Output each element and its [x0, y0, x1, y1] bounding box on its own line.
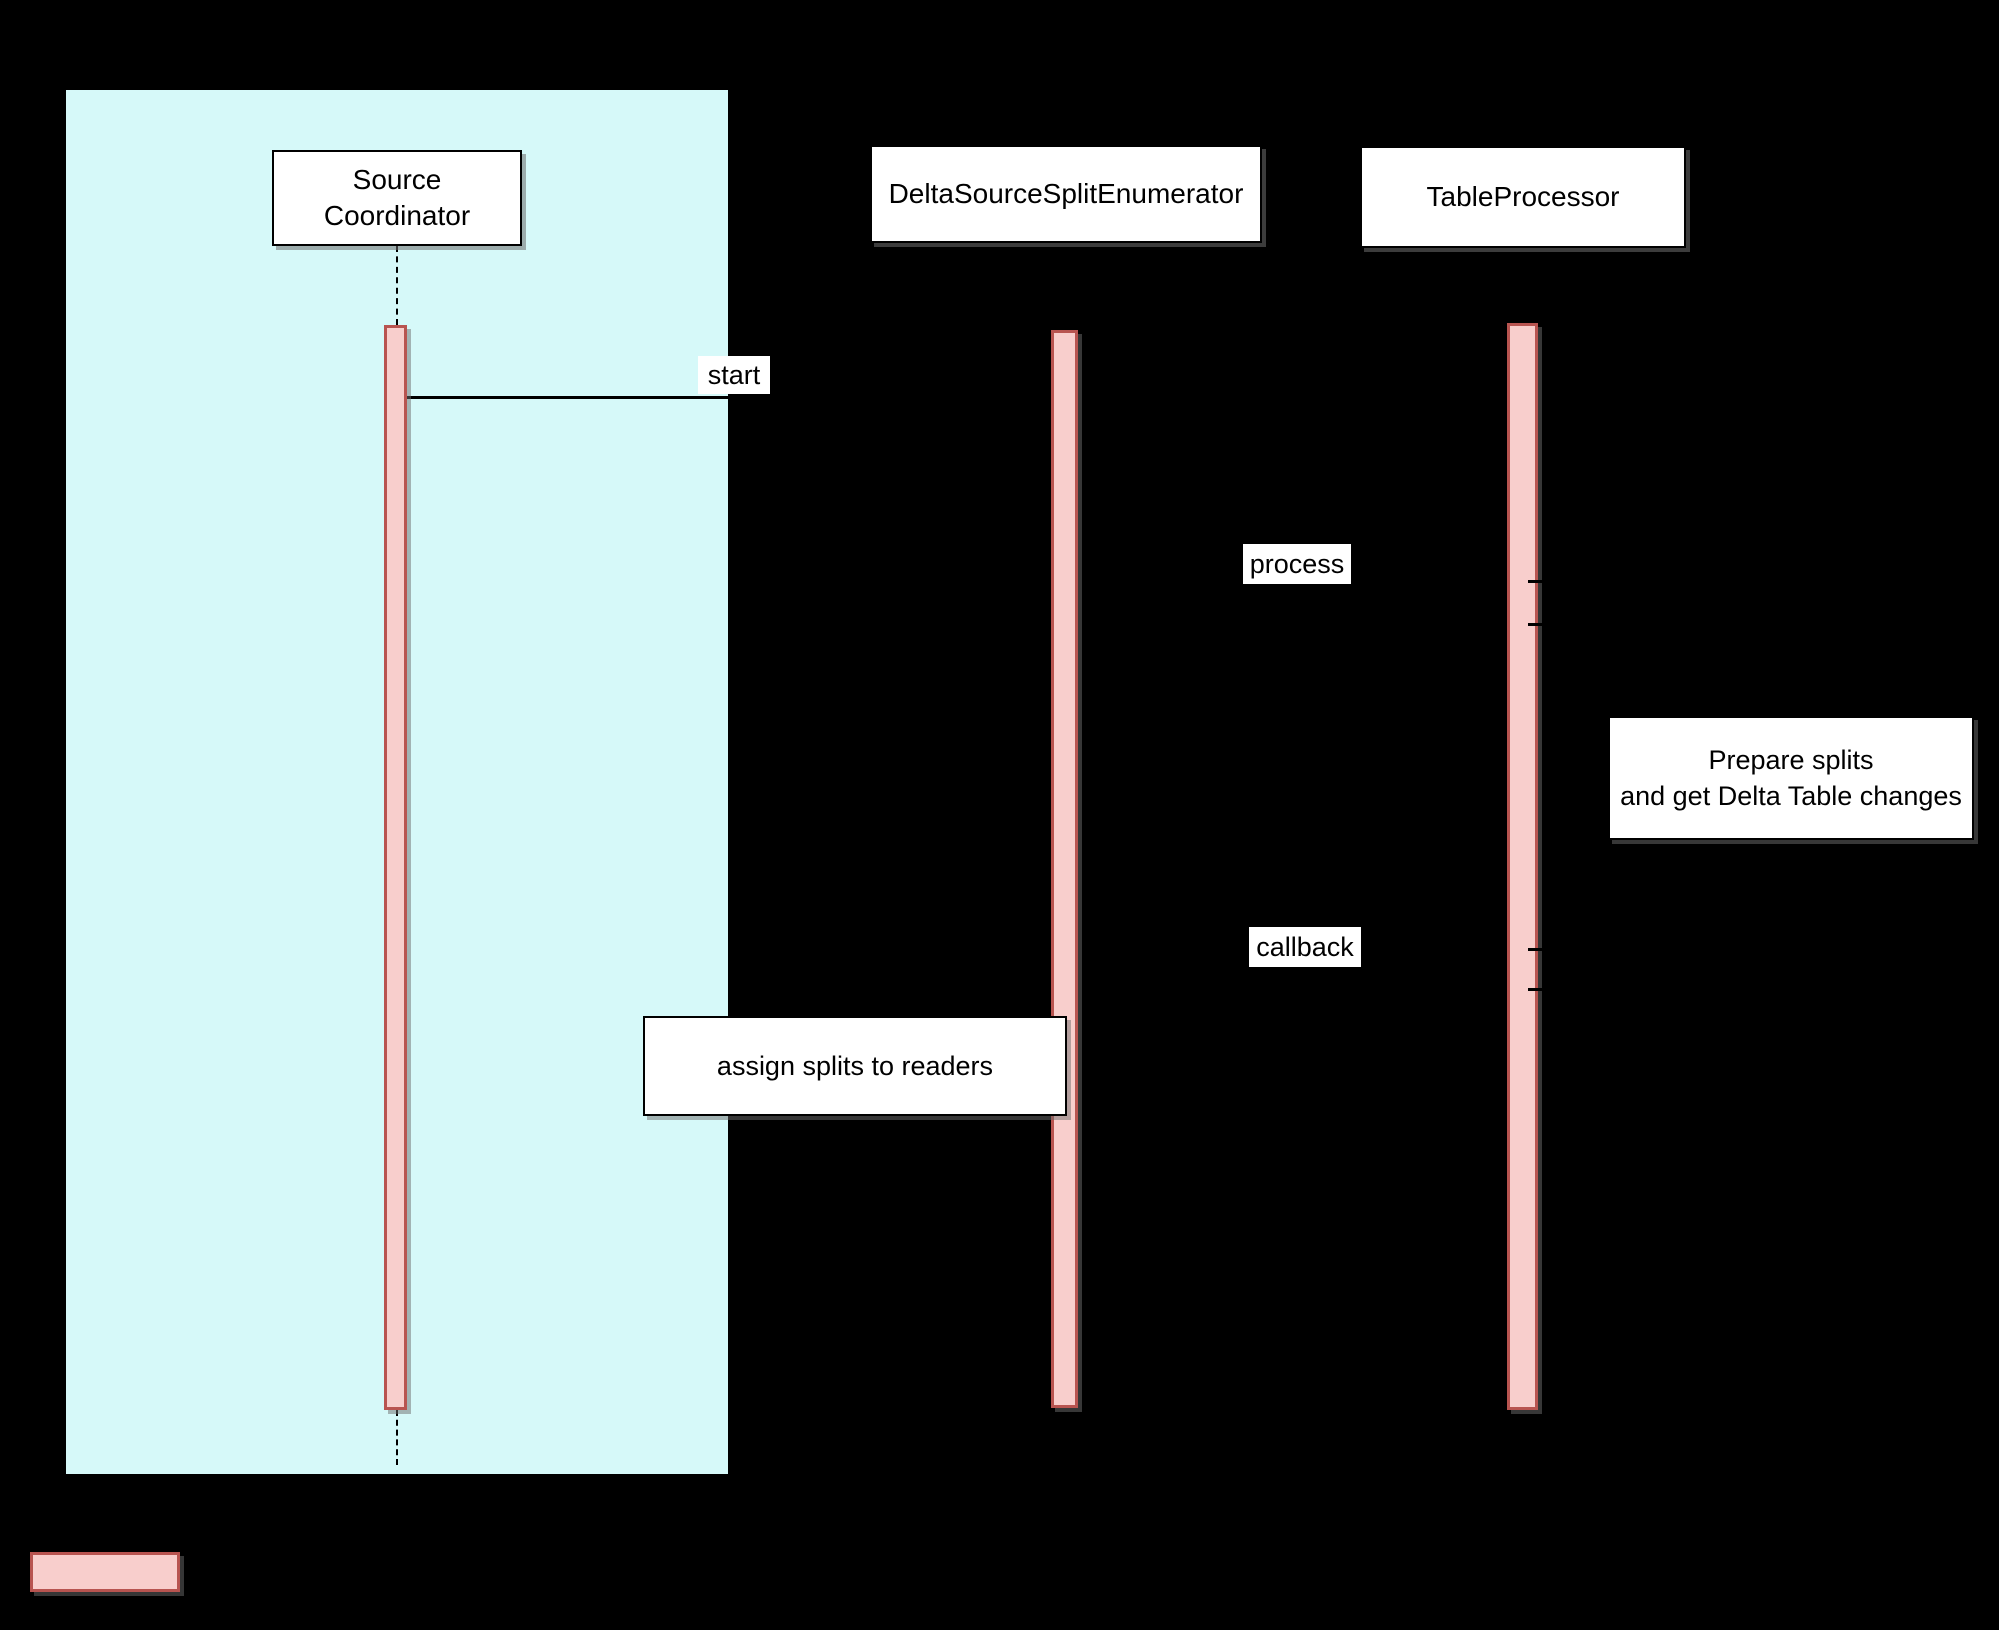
lifeline-table-processor-top	[1522, 248, 1524, 323]
message-label-assign-splits: assign splits to readers	[643, 1016, 1067, 1116]
message-label-start: start	[698, 356, 770, 394]
self-call-tick	[1528, 988, 1546, 991]
participant-label: Source Coordinator	[323, 163, 471, 231]
message-label-process: process	[1243, 544, 1351, 584]
message-label-text: process	[1249, 548, 1345, 579]
message-label-text: assign splits to readers	[716, 1050, 994, 1081]
participant-delta-source-split-enumerator: DeltaSourceSplitEnumerator	[870, 145, 1262, 243]
lifeline-source-coordinator-top	[396, 246, 398, 325]
self-call-tick	[1528, 948, 1546, 951]
message-line-start	[407, 396, 1051, 399]
self-call-tick	[1528, 623, 1546, 626]
lifeline-source-coordinator-bottom	[396, 1410, 398, 1465]
message-label-callback: callback	[1249, 927, 1361, 967]
lifeline-enumerator-bottom	[1064, 1408, 1066, 1462]
note-prepare-splits: Prepare splits and get Delta Table chang…	[1608, 716, 1974, 840]
legend-activation-swatch	[30, 1552, 180, 1592]
activation-bar-table-processor	[1507, 323, 1538, 1410]
activation-bar-source-coordinator	[384, 325, 407, 1410]
self-call-tick	[1528, 580, 1546, 583]
lifeline-enumerator-top	[1064, 243, 1066, 330]
activation-bar-enumerator	[1051, 330, 1078, 1408]
message-label-text: start	[707, 359, 761, 390]
participant-label: DeltaSourceSplitEnumerator	[888, 177, 1244, 209]
lifeline-table-processor-bottom	[1522, 1410, 1524, 1462]
note-text: Prepare splits and get Delta Table chang…	[1620, 744, 1962, 811]
participant-source-coordinator: Source Coordinator	[272, 150, 522, 246]
participant-table-processor: TableProcessor	[1360, 146, 1686, 248]
participant-label: TableProcessor	[1426, 180, 1620, 212]
message-label-text: callback	[1256, 931, 1354, 962]
